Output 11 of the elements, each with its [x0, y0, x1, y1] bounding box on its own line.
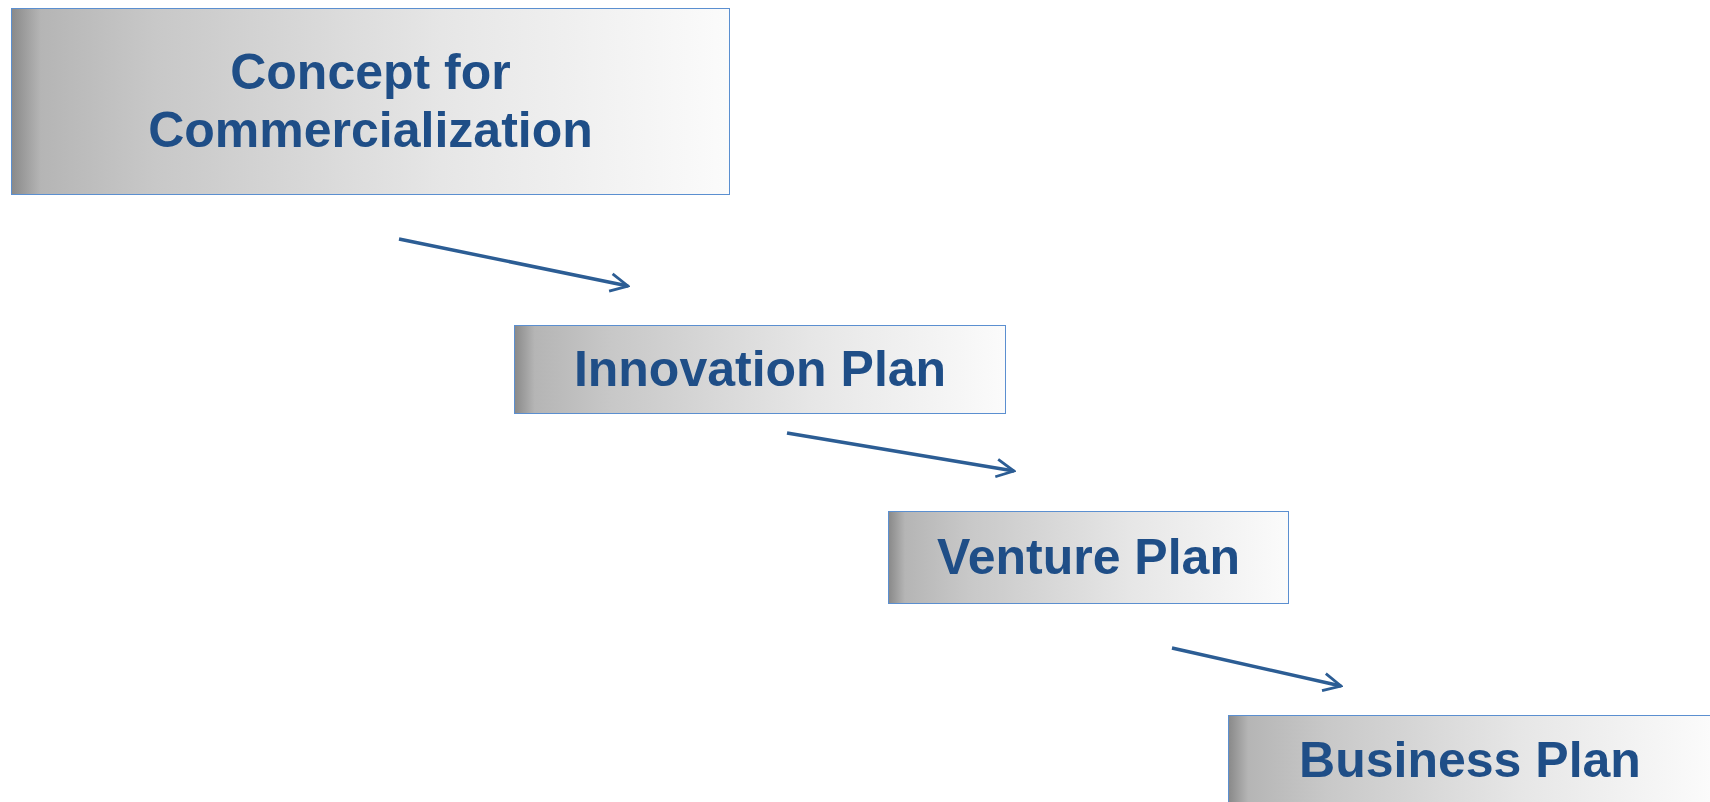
process-box [514, 325, 1006, 414]
box-label: Concept for Commercialization [147, 44, 594, 159]
arrow [786, 431, 1016, 479]
arrow [1171, 646, 1343, 693]
process-box [1228, 715, 1710, 802]
box-label: Venture Plan [937, 528, 1240, 587]
arrow [398, 237, 630, 293]
process-box [888, 511, 1289, 604]
box-label: Innovation Plan [573, 340, 947, 399]
process-box [11, 8, 730, 195]
box-label: Business Plan [1299, 732, 1641, 790]
